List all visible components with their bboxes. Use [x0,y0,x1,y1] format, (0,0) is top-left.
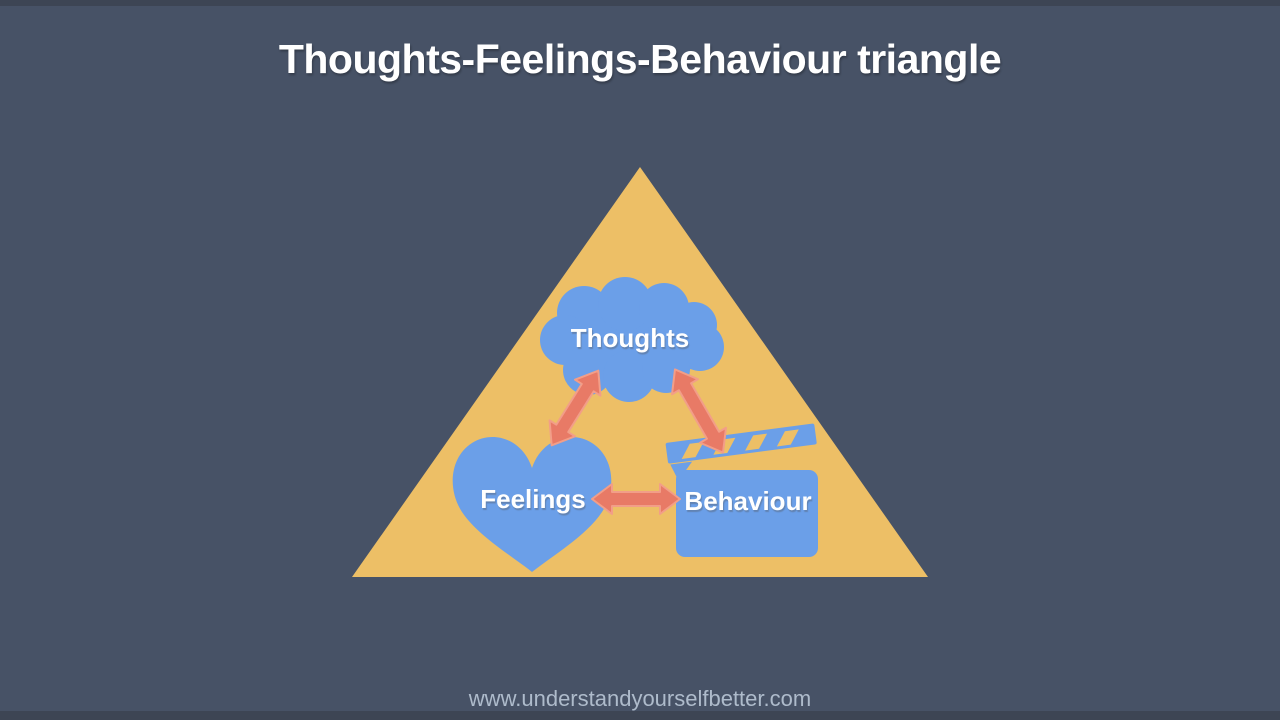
clapperboard-icon [665,423,818,557]
arrow-thoughts-feelings [548,369,602,447]
footer-url: www.understandyourselfbetter.com [468,686,812,711]
top-border [0,0,1280,6]
thought-cloud-icon [540,277,724,402]
node-label-feelings: Feelings [480,484,585,514]
slide-title: Thoughts-Feelings-Behaviour triangle [278,36,1002,82]
arrow-thoughts-behaviour [671,368,727,454]
node-label-behaviour: Behaviour [684,486,811,516]
arrow-feelings-behaviour [591,483,681,515]
bottom-border [0,711,1280,720]
heart-icon [452,436,612,572]
node-label-thoughts: Thoughts [571,323,689,353]
